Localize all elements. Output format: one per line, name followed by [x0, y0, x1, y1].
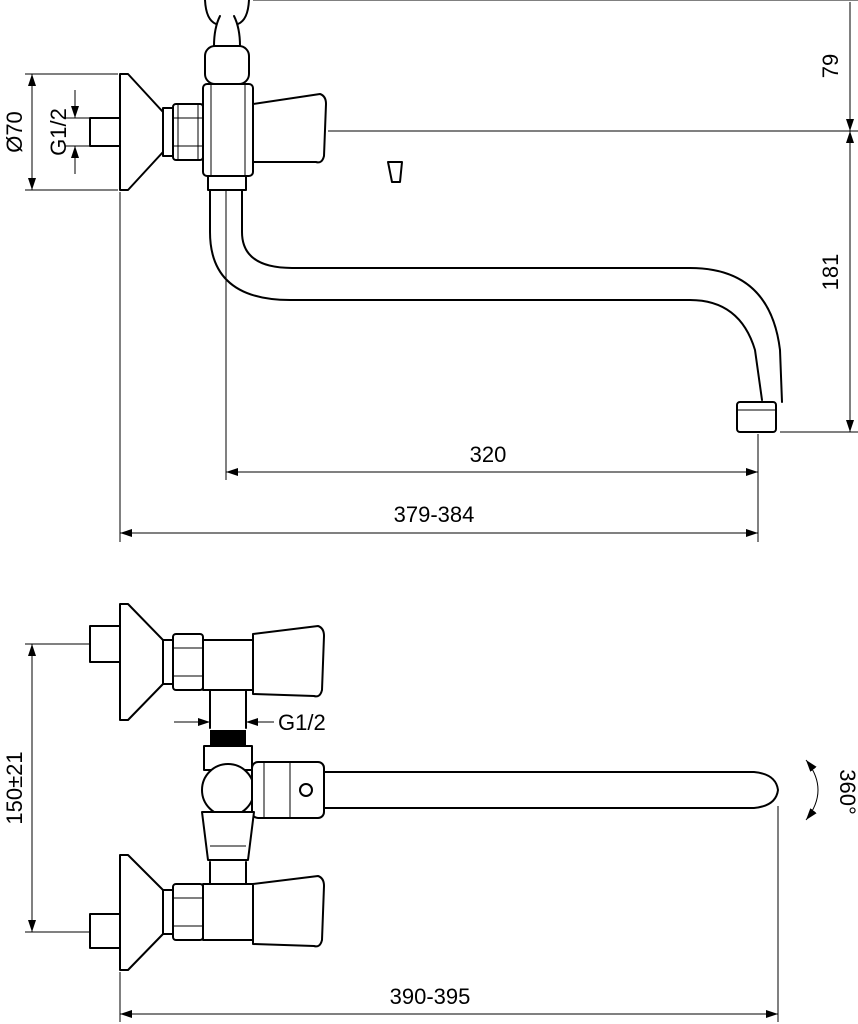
top-view: Ø70 G1/2 79 181 320	[2, 0, 858, 542]
valve-handle	[252, 93, 403, 183]
dimension-79: 79	[253, 0, 858, 132]
s-spout	[209, 189, 783, 433]
label-379-384: 379-384	[394, 502, 475, 527]
dimension-320: 320	[225, 190, 759, 480]
hex-nut	[162, 103, 204, 161]
wall-flange	[89, 73, 164, 191]
rotation-indicator: 360°	[805, 759, 858, 821]
mixing-body	[201, 730, 325, 861]
label-150-21: 150±21	[2, 751, 27, 824]
dimension-181: 181	[780, 131, 858, 433]
dimension-thread-top: G1/2	[46, 90, 90, 174]
bottom-view: 150±21 G1/2 360° 390-395	[2, 603, 858, 1022]
label-390-395: 390-395	[390, 984, 471, 1009]
label-thread-bottom: G1/2	[278, 710, 326, 735]
label-181: 181	[818, 254, 843, 291]
label-diameter-70: Ø70	[2, 111, 27, 153]
dimension-390-395: 390-395	[119, 806, 779, 1022]
dimension-379-384: 379-384	[119, 192, 759, 542]
label-thread-top: G1/2	[46, 108, 71, 156]
swivel-spout	[323, 771, 779, 809]
dimension-150-21: 150±21	[2, 643, 90, 933]
dimension-diameter-70: Ø70	[2, 73, 118, 191]
dimension-thread-bottom: G1/2	[174, 710, 326, 735]
valve-body	[202, 0, 254, 191]
label-rotation: 360°	[835, 769, 858, 815]
lower-inlet	[89, 854, 325, 971]
label-320: 320	[470, 442, 507, 467]
label-79: 79	[818, 54, 843, 78]
